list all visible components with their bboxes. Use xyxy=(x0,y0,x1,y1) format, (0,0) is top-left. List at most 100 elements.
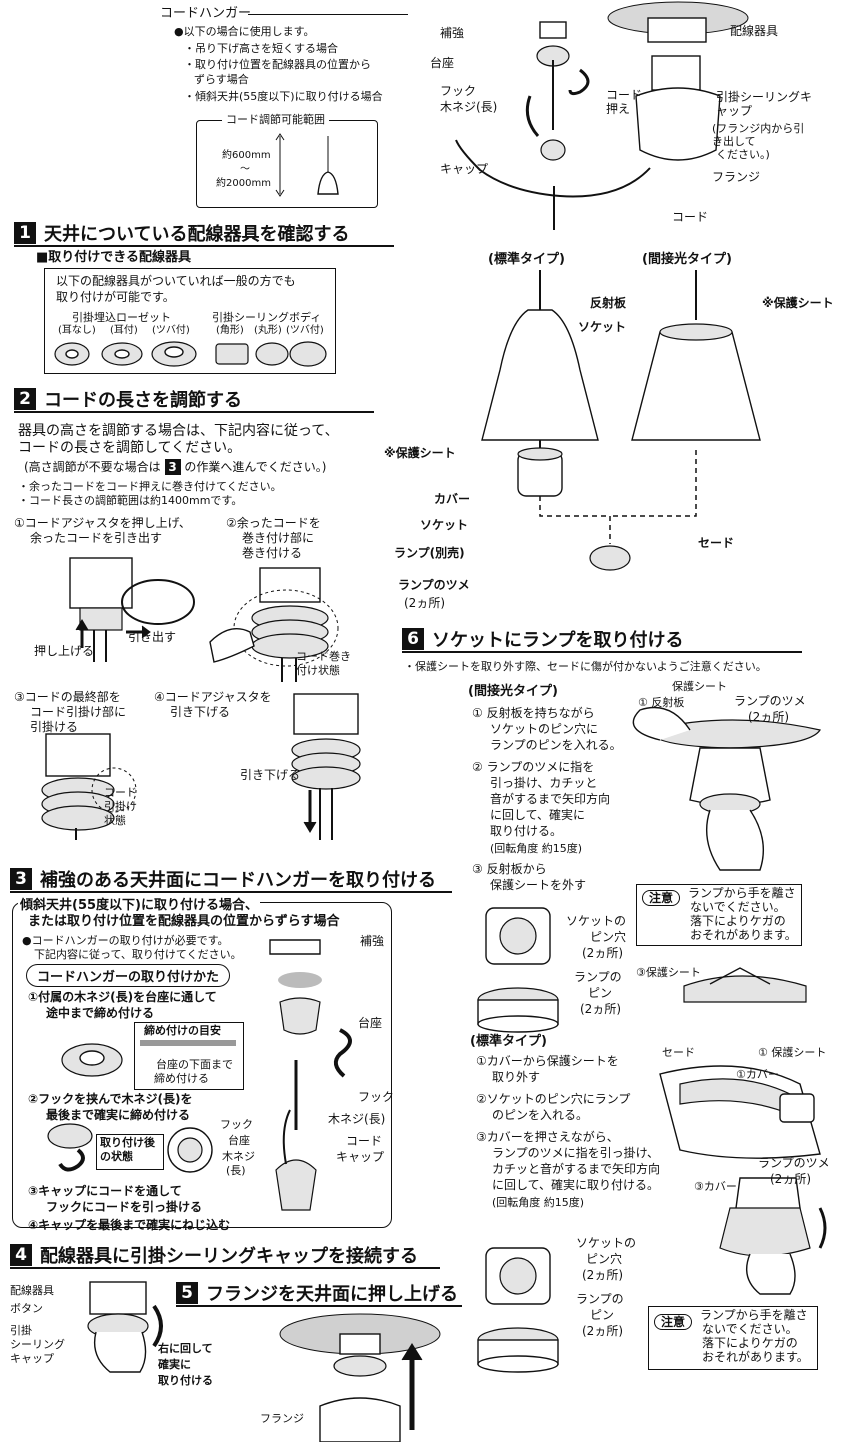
top-label-screw: 木ネジ(長) xyxy=(440,100,498,114)
indirect-label-pinhole-3: (2ヵ所) xyxy=(582,946,623,960)
fixture-box-text-1: 以下の配線器具がついていれば一般の方でも xyxy=(56,274,296,288)
lamp-standard-title: (標準タイプ) xyxy=(488,252,565,267)
hanger-step-1b: 途中まで締め付ける xyxy=(46,1006,155,1020)
section-2-heading: 2 コードの長さを調節する xyxy=(14,386,242,412)
indirect-label-pinhole-2: ピン穴 xyxy=(590,930,627,944)
s5-label-flange: フランジ xyxy=(260,1412,304,1425)
adjust-step-4a: ④コードアジャスタを xyxy=(154,690,272,704)
after-label-hook: フック xyxy=(220,1118,253,1131)
caution-2-line-3: 落下によりケガの xyxy=(702,1336,798,1350)
ceiling-assembly-figure xyxy=(455,1,749,230)
range-bottom: 約2000mm xyxy=(216,178,271,189)
top-label-flange: フランジ xyxy=(712,170,761,184)
hanger-label-screw: 木ネジ(長) xyxy=(328,1112,386,1126)
standard-sheet-figure xyxy=(659,1065,821,1159)
s4-turn-2: 確実に xyxy=(158,1358,191,1371)
lamp-label-claw: ランプのツメ xyxy=(398,578,470,592)
fixture-group-2-type-2: (丸形) xyxy=(254,325,282,336)
standard-step-2: ②ソケットのピン穴にランプ xyxy=(476,1092,631,1106)
fixture-group-2-type-1: (角形) xyxy=(216,325,244,336)
indirect-label-sheet-3: ③保護シート xyxy=(636,966,701,979)
s4-turn-1: 右に回して xyxy=(158,1342,213,1355)
standard-pin-figure xyxy=(477,1247,559,1373)
indirect-label-claw: ランプのツメ xyxy=(734,694,806,708)
hanger-intro: ●以下の場合に使用します。 xyxy=(174,25,315,38)
top-label-cord-holder: コード押え xyxy=(606,88,643,117)
label-pull-out: 引き出す xyxy=(128,630,177,644)
standard-label-claw: ランプのツメ xyxy=(758,1156,830,1170)
label-push-up: 押し上げる xyxy=(34,644,95,658)
adjust-step-3b: コード引掛け部に xyxy=(30,705,127,719)
standard-label-claw-count: (2ヵ所) xyxy=(770,1172,811,1186)
section-4-figure xyxy=(87,1281,163,1373)
standard-title: (標準タイプ) xyxy=(470,1034,547,1049)
section-1-heading: 1 天井についている配線器具を確認する xyxy=(14,220,349,246)
section-6-note: ・保護シートを取り外す際、セードに傷が付かないようご注意ください。 xyxy=(404,660,767,673)
section-4-underline xyxy=(10,1267,440,1269)
lamp-label-claw-count: (2ヵ所) xyxy=(404,596,445,610)
lamp-label-sheet-top: ※保護シート xyxy=(762,296,834,310)
caution-1-line-1: ランプから手を離さ xyxy=(688,886,796,900)
label-wound-1: コード巻き xyxy=(296,650,351,663)
section-4-number: 4 xyxy=(10,1244,32,1266)
lamp-indirect-title: (間接光タイプ) xyxy=(642,252,732,267)
standard-step-3e: (回転角度 約15度) xyxy=(492,1196,585,1209)
adjust-step-3a: ③コードの最終部を xyxy=(14,690,121,704)
tighten-guide-box xyxy=(134,1022,244,1090)
section-6-title: ソケットにランプを取り付ける xyxy=(432,630,684,651)
s4-turn-3: 取り付ける xyxy=(158,1374,213,1387)
indirect-step-1: ① 反射板を持ちながら xyxy=(472,706,595,720)
hanger-title: コードハンガー xyxy=(160,6,252,21)
section-6-heading: 6 ソケットにランプを取り付ける xyxy=(402,626,683,652)
range-tilde: 〜 xyxy=(240,164,250,175)
standard-step-3b: ランプのツメに指を引っ掛け、 xyxy=(492,1146,660,1160)
hanger-label-base: 台座 xyxy=(358,1016,383,1030)
label-wound-2: 付け状態 xyxy=(296,664,340,677)
fixture-group-2-type-3: (ツバ付) xyxy=(286,325,324,336)
label-hooked-1: コード xyxy=(104,786,137,799)
label-hooked-2: 引掛け xyxy=(104,800,137,813)
indirect-step-1c: ランプのピンを入れる。 xyxy=(490,738,622,752)
section-5-underline xyxy=(176,1305,462,1307)
section-2-underline xyxy=(14,411,374,413)
indirect-step-3: ③ 反射板から xyxy=(472,862,547,876)
indirect-step-2d: に回して、確実に xyxy=(490,808,586,822)
hanger-label-cord: コード xyxy=(346,1134,383,1148)
section-6-underline xyxy=(402,651,802,653)
adjust-figure-3 xyxy=(41,733,137,840)
adjust-step-3c: 引掛ける xyxy=(30,720,79,734)
fixture-box xyxy=(44,268,336,374)
indirect-pin-figure xyxy=(477,907,559,1033)
standard-step-3c: カチッと音がするまで矢印方向 xyxy=(492,1162,661,1176)
fixture-group-2: 引掛シーリングボディ xyxy=(212,311,322,324)
caution-2-line-4: おそれがあります。 xyxy=(702,1350,809,1364)
section-4-title: 配線器具に引掛シーリングキャップを接続する xyxy=(40,1246,418,1267)
standard-label-cover: ①カバー xyxy=(736,1068,779,1081)
caution-box-1 xyxy=(636,884,802,946)
standard-label-pinhole: ソケットの xyxy=(576,1236,637,1250)
indirect-sheet-figure xyxy=(683,967,807,1003)
lamp-label-socket-top: ソケット xyxy=(578,320,627,334)
hanger-case-2: ・取り付け位置を配線器具の位置から xyxy=(184,58,371,71)
caution-1-line-2: ないでください。 xyxy=(690,900,786,914)
top-label-hook: フック xyxy=(440,84,477,98)
after-install-1: 取り付け後 xyxy=(100,1136,155,1149)
top-label-ceiling-cap: 引掛シーリングキャップ xyxy=(716,90,813,119)
fixture-group-1-type-1: (耳なし) xyxy=(58,325,96,336)
caution-box-2 xyxy=(648,1306,818,1370)
adjust-figure-1 xyxy=(69,557,195,662)
standard-step-3d: に回して、確実に取り付ける。 xyxy=(492,1178,660,1192)
section-3-number: 3 xyxy=(10,868,32,890)
indirect-label-pin-3: (2ヵ所) xyxy=(580,1002,621,1016)
hanger-title-line xyxy=(248,14,408,15)
lamp-label-lamp: ランプ(別売) xyxy=(394,546,465,560)
adjust-step-1b: 余ったコードを引き出す xyxy=(30,531,163,545)
hanger-label-reinforce: 補強 xyxy=(360,934,385,948)
section-5-title: フランジを天井面に押し上げる xyxy=(206,1284,458,1305)
after-install-figure xyxy=(167,1127,213,1173)
lamp-label-cover: カバー xyxy=(434,492,471,506)
s4-label-cap-2: シーリング xyxy=(10,1338,65,1351)
hanger-hook-figure xyxy=(47,1123,93,1172)
section-3-heading: 3 補強のある天井面にコードハンガーを取り付ける xyxy=(10,866,436,892)
range-title: コード調節可能範囲 xyxy=(222,113,329,127)
